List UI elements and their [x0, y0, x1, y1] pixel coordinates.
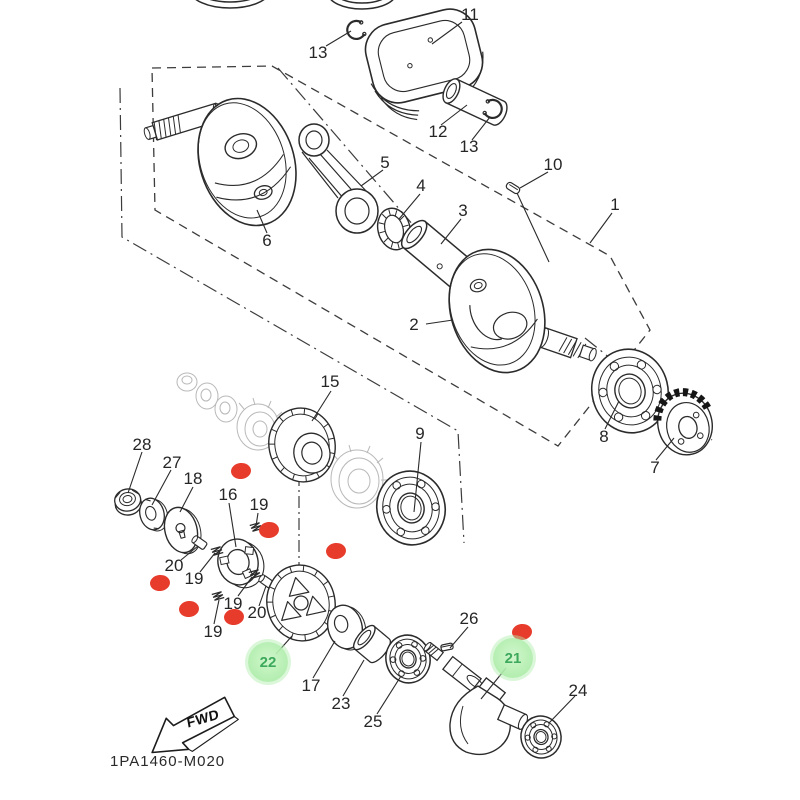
- part-nut: [114, 488, 142, 516]
- part-primary-drive-gear: [268, 407, 336, 483]
- part-label-6: 6: [262, 231, 272, 250]
- part-crank-half-left: [197, 97, 297, 227]
- part-label-19: 19: [249, 495, 269, 514]
- part-main-bearing: [590, 348, 670, 434]
- part-spacer: [352, 624, 391, 664]
- dashed-boundary-box: [151, 65, 651, 447]
- part-label-3: 3: [458, 201, 468, 220]
- part-label-19: 19: [223, 594, 243, 613]
- part-connecting-rod: [298, 123, 379, 234]
- part-label-12: 12: [428, 122, 448, 141]
- part-piston-pin: [442, 78, 508, 126]
- part-label-4: 4: [416, 176, 426, 195]
- part-woodruff-key: [505, 181, 521, 195]
- part-bearing-24: [520, 715, 562, 759]
- part-bearing-25: [385, 634, 431, 684]
- part-label-7: 7: [650, 458, 660, 477]
- part-label-13: 13: [308, 43, 328, 62]
- green-highlight-badge-22: 22: [248, 642, 288, 682]
- leader-lines: [127, 21, 675, 724]
- part-label-28: 28: [132, 435, 152, 454]
- ghost-parts: [176, 372, 388, 509]
- part-label-2: 2: [409, 315, 419, 334]
- part-code-label: 1PA1460-M020: [110, 753, 226, 770]
- part-label-17: 17: [301, 676, 321, 695]
- red-highlight-dot: [258, 520, 280, 540]
- fwd-arrow: FWD: [151, 696, 239, 754]
- red-highlight-dot: [325, 541, 347, 561]
- part-timing-gear: [653, 388, 713, 456]
- part-label-20: 20: [247, 603, 267, 622]
- part-circlip-right: [482, 98, 503, 120]
- part-label-23: 23: [331, 694, 351, 713]
- part-label-19: 19: [203, 622, 223, 641]
- part-key-26: [440, 642, 454, 652]
- part-label-9: 9: [415, 424, 425, 443]
- red-highlight-dot: [149, 573, 171, 593]
- part-label-15: 15: [320, 372, 340, 391]
- part-label-1: 1: [610, 195, 620, 214]
- part-label-24: 24: [568, 681, 588, 700]
- part-label-16: 16: [218, 485, 238, 504]
- part-circlip-left: [346, 19, 367, 41]
- centerline-left: [119, 87, 465, 544]
- part-piston-rings: [195, 0, 394, 10]
- part-label-11: 11: [461, 5, 479, 24]
- part-label-18: 18: [183, 469, 203, 488]
- part-lock-washer: [139, 497, 169, 532]
- part-crank-half-right: [448, 248, 546, 374]
- part-label-25: 25: [363, 712, 383, 731]
- part-label-19: 19: [184, 569, 204, 588]
- red-highlight-dot: [178, 599, 200, 619]
- part-balancer-shaft: [423, 641, 529, 756]
- part-label-8: 8: [599, 427, 609, 446]
- part-label-27: 27: [162, 453, 182, 472]
- part-label-13: 13: [459, 137, 479, 156]
- part-label-5: 5: [380, 153, 390, 172]
- red-highlight-dot: [230, 461, 252, 481]
- part-label-20: 20: [164, 556, 184, 575]
- part-label-26: 26: [459, 609, 479, 628]
- part-bearing-9: [376, 470, 446, 546]
- part-balancer-gear: [266, 564, 336, 642]
- green-highlight-badge-21: 21: [493, 638, 533, 678]
- part-label-10: 10: [543, 155, 563, 174]
- part-damper-springs: [210, 522, 263, 601]
